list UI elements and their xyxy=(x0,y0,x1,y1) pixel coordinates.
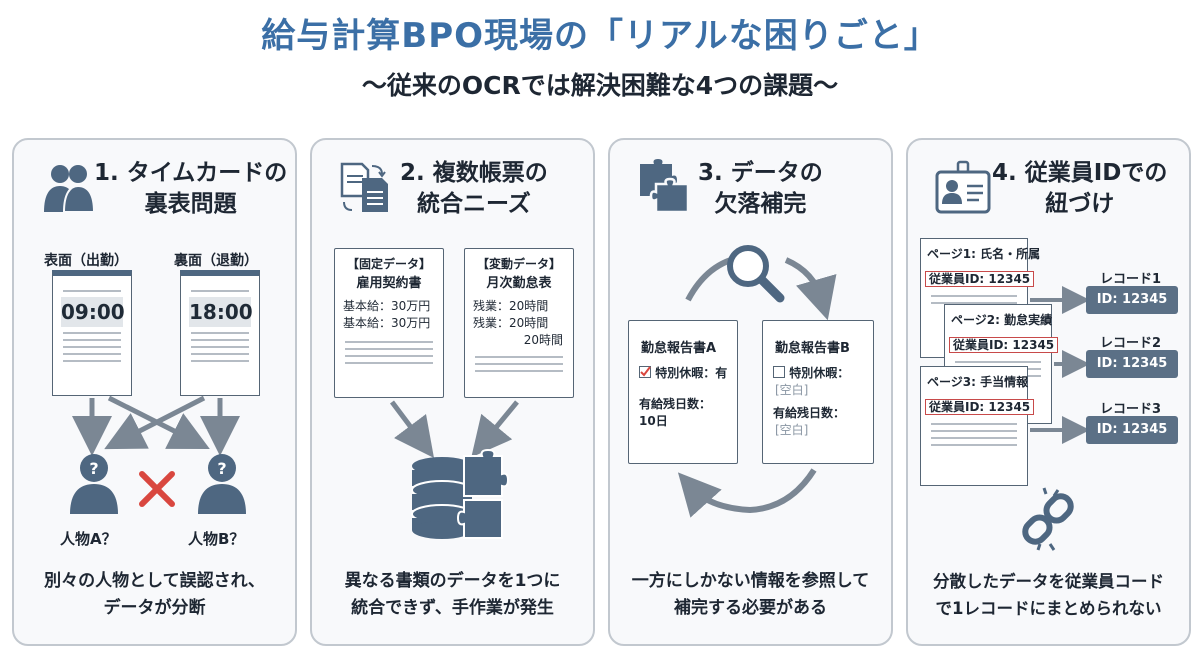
employee-id-tag: 従業員ID: 12345 xyxy=(925,399,1035,415)
broken-link-icon xyxy=(1022,487,1074,551)
back-time: 18:00 xyxy=(189,297,253,327)
panel-employee-id: 4. 従業員IDでの 紐づけ ページ1: 氏名・所属 従業員ID: 12345 … xyxy=(906,138,1191,646)
record2-label: レコード2 xyxy=(1100,336,1162,351)
timecard-back: 18:00 xyxy=(180,270,260,396)
record1-id: ID: 12345 xyxy=(1086,286,1178,314)
checkbox-empty-icon xyxy=(773,366,785,378)
record3-label: レコード3 xyxy=(1100,402,1162,417)
panel-footer: 異なる書類のデータを1つに 統合できず、手作業が発生 xyxy=(344,571,561,618)
cross-arrows xyxy=(72,395,240,456)
employee-id-tag: 従業員ID: 12345 xyxy=(925,271,1035,287)
panel-header: 4. 従業員IDでの 紐づけ xyxy=(908,156,1189,226)
page-title: 給与計算BPO現場の「リアルな困りごと」 xyxy=(261,16,939,56)
database-puzzle-icon xyxy=(411,448,510,539)
panel-title: 1. タイムカードの 裏表問題 xyxy=(94,160,288,217)
svg-text:?: ? xyxy=(217,459,226,478)
report-a-title: 勤怠報告書A xyxy=(641,341,717,356)
panel-footer: 分散したデータを従業員コード で1レコードにまとめられない xyxy=(933,572,1164,618)
monthly-attendance-doc: 【変動データ】 月次勤怠表 残業：20時間 残業：20時間 20時間 xyxy=(464,248,574,398)
page-subtitle: ～従来のOCRでは解決困難な4つの課題～ xyxy=(361,71,839,100)
panel-title: 4. 従業員IDでの 紐づけ xyxy=(992,160,1168,217)
employment-contract-doc: 【固定データ】 雇用契約書 基本給：30万円 基本給：30万円 xyxy=(334,248,444,398)
record3-id: ID: 12345 xyxy=(1086,416,1178,444)
report-b-blank-2: [空白] xyxy=(775,423,809,437)
page3-doc: ページ3: 手当情報 従業員ID: 12345 xyxy=(920,366,1035,486)
person-b-label: 人物B？ xyxy=(188,530,245,548)
cross-icon xyxy=(139,471,175,507)
person-b-icon: ? xyxy=(198,454,246,514)
documents-icon xyxy=(340,162,388,212)
panel-data-completion: 3. データの 欠落補完 勤怠報告書A 特別休暇：有 有給残日数： 10日 勤怠… xyxy=(608,138,893,646)
report-b-doc: 勤怠報告書B 特別休暇： [空白] 有給残日数： [空白] xyxy=(762,320,874,464)
timecard-front: 09:00 xyxy=(52,270,132,396)
record1-label: レコード1 xyxy=(1100,272,1162,287)
id-badge-icon xyxy=(935,160,991,214)
panel-timecard: 1. タイムカードの 裏表問題 表面（出勤） 裏面（退勤） 09:00 18:0… xyxy=(12,138,297,646)
panel-header: 1. タイムカードの 裏表問題 xyxy=(14,156,295,226)
panel-header: 3. データの 欠落補完 xyxy=(610,156,891,226)
person-a-label: 人物A？ xyxy=(60,530,117,548)
checkbox-checked-icon xyxy=(639,366,651,378)
link-arrows xyxy=(1030,286,1090,444)
person-a-icon: ? xyxy=(70,454,118,514)
panel-footer: 別々の人物として誤認され、 データが分断 xyxy=(44,571,265,618)
report-b-special-leave: 特別休暇： xyxy=(773,364,873,381)
report-a-special-leave: 特別休暇：有 xyxy=(639,364,737,381)
puzzle-icon xyxy=(640,159,690,214)
magnifier-icon xyxy=(727,245,785,303)
merge-arrows xyxy=(390,400,519,458)
report-b-title: 勤怠報告書B xyxy=(775,341,850,356)
panel-multi-forms: 2. 複数帳票の 統合ニーズ 【固定データ】 雇用契約書 基本給：30万円 基本… xyxy=(310,138,595,646)
front-time: 09:00 xyxy=(61,297,125,327)
back-label: 裏面（退勤） xyxy=(174,253,258,269)
panel-footer: 一方にしかない情報を参照して 補完する必要がある xyxy=(631,571,870,618)
record2-id: ID: 12345 xyxy=(1086,350,1178,378)
employee-id-tag: 従業員ID: 12345 xyxy=(949,337,1059,353)
svg-text:?: ? xyxy=(89,459,98,478)
panel-title: 2. 複数帳票の 統合ニーズ xyxy=(400,160,548,217)
report-a-doc: 勤怠報告書A 特別休暇：有 有給残日数： 10日 xyxy=(628,320,738,464)
people-icon xyxy=(44,165,96,213)
report-b-blank-1: [空白] xyxy=(775,383,809,397)
front-label: 表面（出勤） xyxy=(44,253,128,269)
panel-header: 2. 複数帳票の 統合ニーズ xyxy=(312,156,593,226)
panel-title: 3. データの 欠落補完 xyxy=(698,160,823,217)
